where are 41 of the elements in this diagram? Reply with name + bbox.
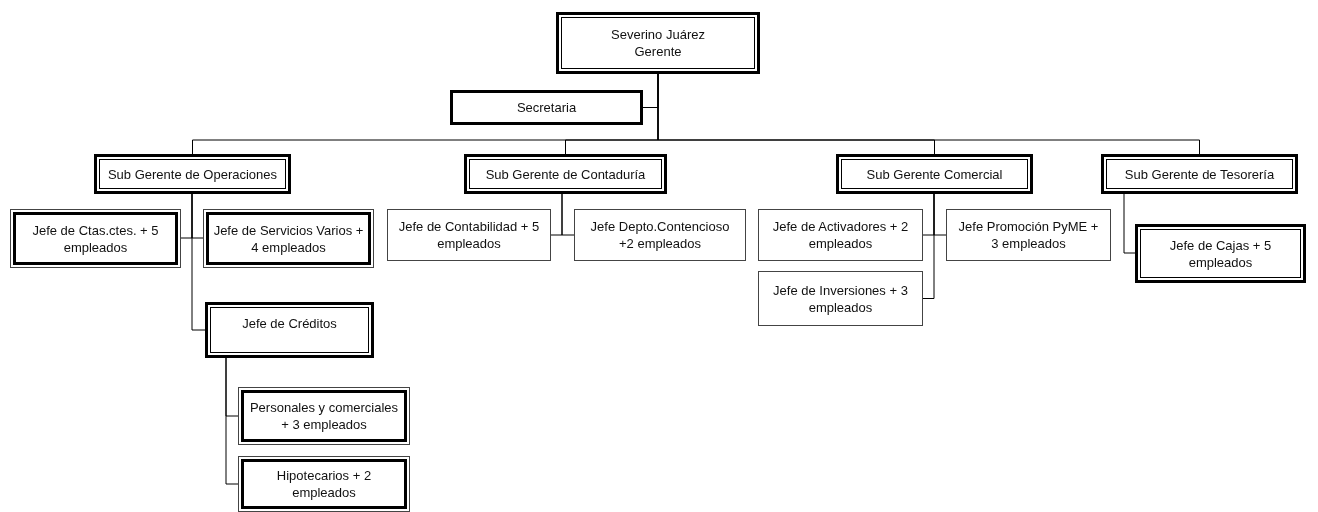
position-label: Hipotecarios + 2 empleados bbox=[275, 467, 373, 501]
position-label: Personales y comerciales + 3 empleados bbox=[248, 399, 400, 433]
org-box bbox=[238, 456, 410, 512]
position-label: Sub Gerente de Contaduría bbox=[484, 165, 647, 183]
org-box bbox=[556, 12, 760, 74]
org-box bbox=[946, 209, 1111, 261]
position-label: Sub Gerente de Operaciones bbox=[106, 165, 279, 183]
connector-line bbox=[191, 193, 206, 331]
org-box bbox=[10, 209, 181, 268]
org-box bbox=[758, 271, 923, 326]
job-title: Gerente bbox=[633, 43, 683, 60]
position-label: Jefe Promoción PyME + 3 empleados bbox=[957, 218, 1100, 252]
org-box bbox=[1135, 224, 1306, 283]
org-box bbox=[450, 90, 643, 125]
connector-line bbox=[561, 193, 575, 236]
org-box bbox=[203, 209, 374, 268]
connector-line bbox=[933, 193, 947, 236]
position-label: Jefe de Contabilidad + 5 empleados bbox=[397, 218, 541, 252]
position-label: Jefe Depto.Contencioso +2 empleados bbox=[589, 218, 731, 252]
position-label: Jefe de Servicios Varios + 4 empleados bbox=[212, 221, 365, 256]
org-box bbox=[758, 209, 923, 261]
position-label: Jefe de Inversiones + 3 empleados bbox=[772, 281, 909, 316]
position-label: Jefe de Activadores + 2 empleados bbox=[771, 218, 910, 252]
connector-line bbox=[225, 357, 239, 485]
position-label: Jefe de Ctas.ctes. + 5 empleados bbox=[31, 221, 160, 256]
org-box bbox=[464, 154, 667, 194]
org-box bbox=[836, 154, 1033, 194]
connector-line bbox=[657, 73, 1200, 155]
org-box bbox=[205, 302, 374, 358]
org-box bbox=[1101, 154, 1298, 194]
person-name: Severino Juárez bbox=[610, 26, 706, 43]
org-box bbox=[238, 387, 410, 445]
position-label: Jefe de Cajas + 5 empleados bbox=[1168, 236, 1273, 271]
position-label: Sub Gerente Comercial bbox=[865, 165, 1004, 183]
position-label: Secretaria bbox=[515, 99, 578, 116]
org-box bbox=[387, 209, 551, 261]
org-box bbox=[94, 154, 291, 194]
position-label: Jefe de Créditos bbox=[241, 315, 338, 332]
org-box bbox=[574, 209, 746, 261]
position-label: Sub Gerente de Tesorería bbox=[1123, 165, 1276, 183]
connector-line bbox=[1123, 193, 1136, 254]
